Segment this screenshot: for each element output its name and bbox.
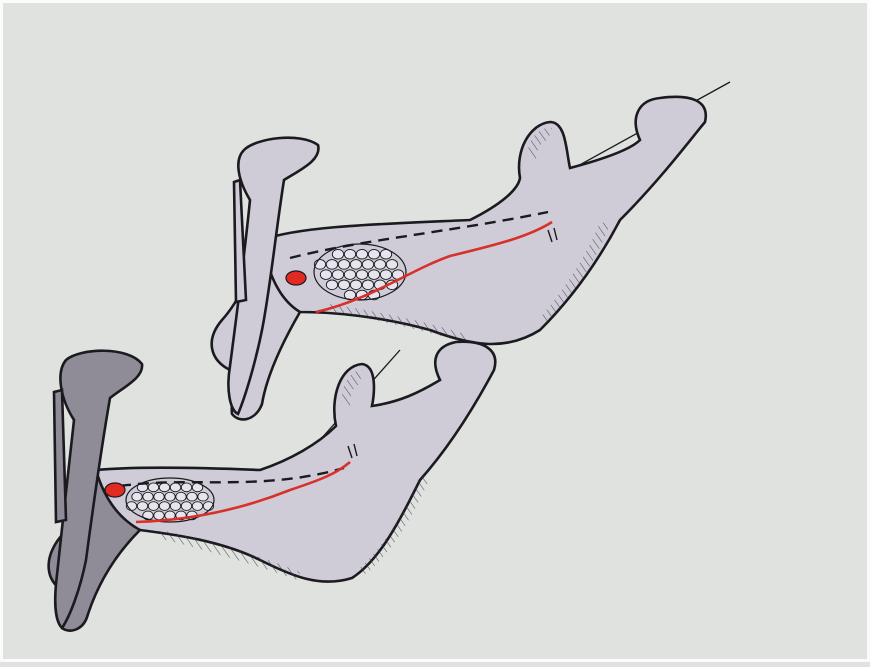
bone-cell	[154, 511, 164, 520]
bone-cell	[165, 492, 175, 501]
bone-cell	[362, 260, 373, 270]
bone-cell	[362, 280, 373, 290]
bone-cell	[154, 492, 164, 501]
bone-cell	[350, 280, 361, 290]
bone-cell	[143, 492, 153, 501]
bone-cell	[187, 492, 197, 501]
bone-cell	[181, 483, 191, 492]
lower-mental-foramen	[105, 483, 125, 497]
bone-cell	[148, 483, 158, 492]
bone-cell	[350, 260, 361, 270]
bone-cell	[368, 249, 379, 259]
bone-cell	[338, 260, 349, 270]
upper-mandible-body	[262, 97, 706, 344]
bone-cell	[148, 502, 158, 511]
bone-cell	[332, 270, 343, 280]
bone-cell	[132, 492, 142, 501]
lower-mandible-body	[96, 342, 495, 582]
bone-cell	[368, 270, 379, 280]
bone-cell	[198, 492, 208, 501]
upper-strut-sliver	[234, 180, 246, 302]
bone-cell	[326, 280, 337, 290]
lower-strut-sliver	[54, 390, 66, 522]
bone-cell	[338, 280, 349, 290]
bone-cell	[344, 270, 355, 280]
bone-cell	[192, 502, 202, 511]
bone-cell	[386, 260, 397, 270]
bone-cell	[356, 249, 367, 259]
bone-cell	[356, 270, 367, 280]
bone-cell	[344, 249, 355, 259]
bone-cell	[181, 502, 191, 511]
bone-cell	[170, 483, 180, 492]
bone-cell	[176, 492, 186, 501]
bone-cell	[374, 260, 385, 270]
bone-cell	[170, 502, 180, 511]
lower-mandible	[49, 342, 496, 631]
upper-mental-foramen	[286, 271, 306, 285]
bone-cell	[332, 249, 343, 259]
bone-cell	[159, 502, 169, 511]
bone-cell	[159, 483, 169, 492]
bone-cell	[326, 260, 337, 270]
bone-cell	[380, 270, 391, 280]
bone-cell	[320, 270, 331, 280]
bone-cell	[137, 502, 147, 511]
